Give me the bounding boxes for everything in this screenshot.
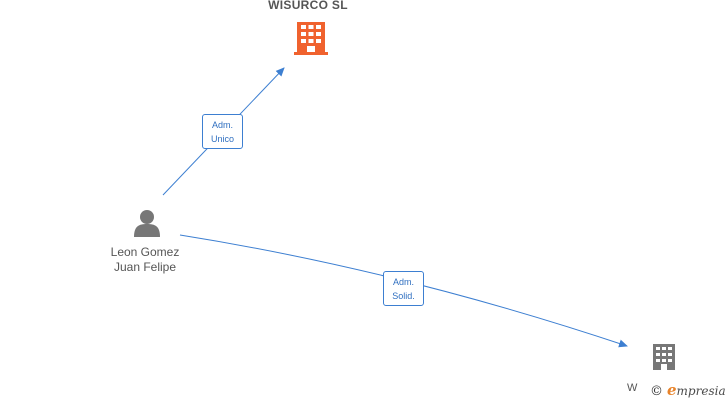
building-icon[interactable] [294, 22, 328, 55]
brand-initial: e [667, 381, 677, 399]
brand-logo: © empresia [650, 381, 726, 399]
company-name-bottom[interactable]: W [627, 382, 638, 394]
edge-label-adm-solid: Adm. Solid. [383, 271, 424, 306]
person-icon[interactable] [134, 210, 160, 237]
copyright-symbol: © [650, 384, 663, 399]
building-icon[interactable] [653, 344, 675, 370]
company-name-top[interactable]: WISURCO SL [268, 0, 348, 12]
person-name[interactable]: Leon Gomez Juan Felipe [110, 245, 180, 274]
brand-rest: mpresia [676, 384, 726, 398]
edge-label-adm-unico: Adm. Unico [202, 114, 243, 149]
